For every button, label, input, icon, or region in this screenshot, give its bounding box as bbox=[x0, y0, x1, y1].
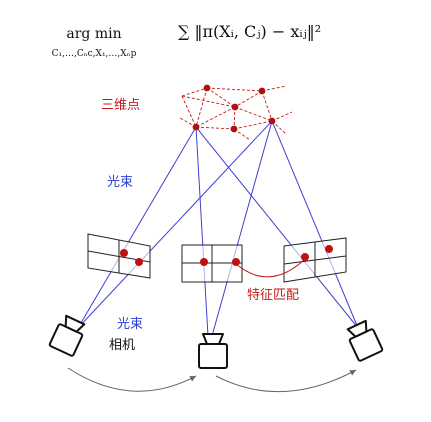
point-3d bbox=[192, 123, 200, 131]
ray bbox=[195, 126, 359, 329]
camera-motion-arrow bbox=[67, 367, 197, 392]
ray bbox=[77, 126, 197, 329]
formula: arg min C₁,…,Cₙc,X₁,…,Xₙp ∑ ‖π(Xᵢ, Cⱼ) −… bbox=[52, 22, 322, 59]
image-point bbox=[232, 258, 240, 266]
label-feature-matching: 特征匹配 bbox=[247, 288, 299, 303]
ray bbox=[77, 120, 273, 329]
image-point bbox=[301, 253, 309, 261]
camera-left-icon bbox=[48, 314, 86, 357]
objective-expression: ∑ ‖π(Xᵢ, Cⱼ) − xᵢⱼ‖² bbox=[178, 22, 321, 41]
feature-match-curve bbox=[235, 258, 306, 278]
image-point bbox=[135, 258, 143, 266]
point-3d bbox=[231, 103, 239, 111]
point-3d bbox=[268, 117, 276, 125]
light-rays bbox=[77, 120, 359, 337]
point-cloud-edges bbox=[179, 85, 293, 141]
label-3d-points: 三维点 bbox=[101, 98, 140, 113]
argmin-operator: arg min bbox=[66, 26, 121, 42]
camera-middle-icon bbox=[198, 333, 228, 369]
label-rays-bottom: 光束 bbox=[117, 317, 143, 332]
image-point bbox=[325, 245, 333, 253]
point-3d bbox=[258, 87, 266, 95]
image-plane-left bbox=[87, 233, 151, 279]
points-3d bbox=[192, 84, 276, 133]
point-3d bbox=[230, 125, 238, 133]
label-rays-top: 光束 bbox=[107, 175, 133, 190]
image-point bbox=[120, 249, 128, 257]
label-cameras: 相机 bbox=[109, 338, 135, 353]
image-plane-middle bbox=[181, 244, 243, 283]
ray bbox=[195, 126, 209, 337]
camera-right-icon bbox=[346, 319, 384, 362]
image-point bbox=[200, 258, 208, 266]
ray bbox=[211, 120, 273, 337]
camera-motion-arrow bbox=[215, 369, 357, 393]
image-plane-right bbox=[283, 237, 347, 283]
image-points bbox=[120, 245, 333, 266]
ray bbox=[271, 120, 359, 329]
argmin-subscript: C₁,…,Cₙc,X₁,…,Xₙp bbox=[52, 49, 137, 59]
point-3d bbox=[203, 84, 211, 92]
